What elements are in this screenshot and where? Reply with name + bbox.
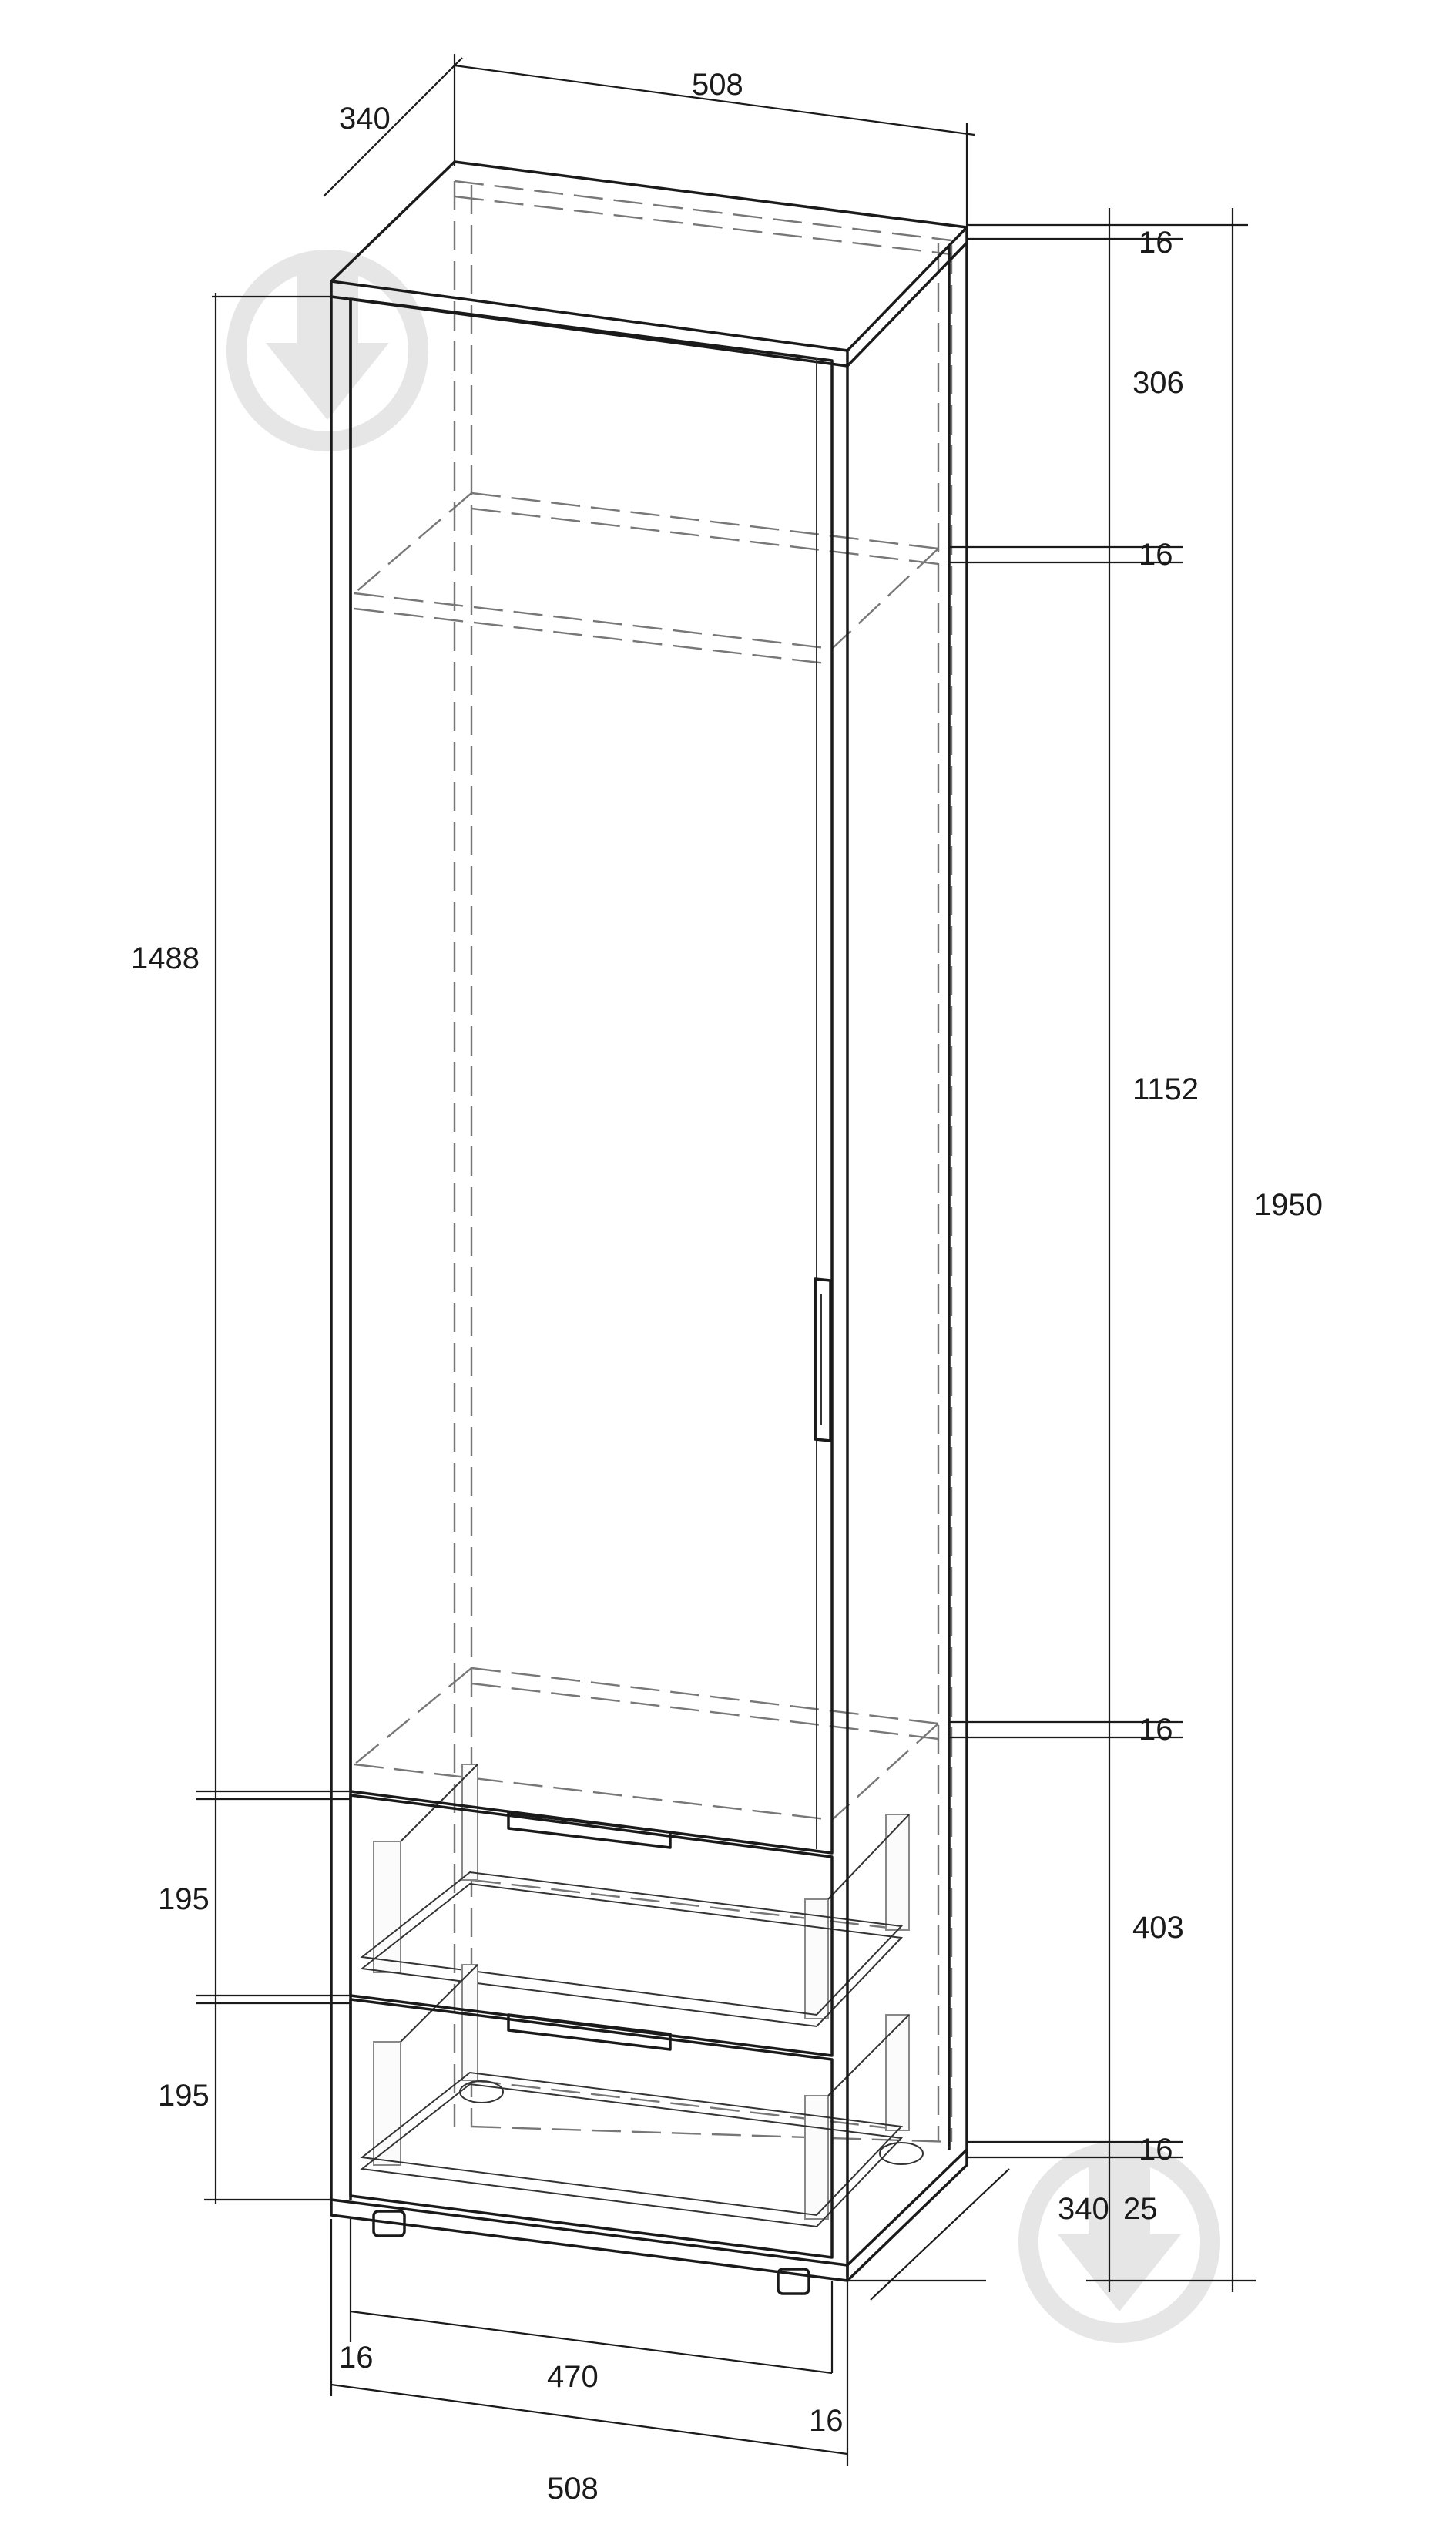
dim-drawer-upper: 195 bbox=[158, 1882, 210, 1916]
dimension-labels: 508 340 16 306 16 1488 1152 1950 16 195 … bbox=[131, 68, 1323, 2506]
watermark-bottom-icon bbox=[1018, 2141, 1220, 2343]
dim-door-height: 1488 bbox=[131, 942, 200, 975]
drawer-boxes bbox=[360, 1764, 910, 2228]
dim-inner-width: 470 bbox=[547, 2360, 599, 2394]
dim-plinth-height: 25 bbox=[1123, 2192, 1158, 2226]
dim-side-right-thickness: 16 bbox=[809, 2404, 844, 2438]
watermark-top-icon bbox=[226, 250, 428, 451]
dim-bottom-depth: 340 bbox=[1058, 2192, 1109, 2226]
dim-shelf-lower-thickness: 16 bbox=[1139, 1713, 1173, 1747]
dim-drawer-lower: 195 bbox=[158, 2079, 210, 2113]
dim-total-height: 1950 bbox=[1254, 1188, 1323, 1222]
feet bbox=[372, 2080, 924, 2295]
dim-bottom-width: 508 bbox=[547, 2472, 599, 2506]
dim-shelf-upper-thickness: 16 bbox=[1139, 538, 1173, 572]
dim-top-width: 508 bbox=[692, 68, 743, 102]
dim-bottom-panel-thickness: 16 bbox=[1139, 2133, 1173, 2167]
carcass-outline bbox=[330, 160, 968, 2282]
dim-drawers-block: 403 bbox=[1132, 1911, 1184, 1945]
dim-top-panel-thickness: 16 bbox=[1139, 226, 1173, 260]
door bbox=[349, 297, 834, 1855]
dim-middle-compartment: 1152 bbox=[1132, 1073, 1199, 1106]
dim-top-depth: 340 bbox=[339, 102, 391, 136]
hidden-lines bbox=[354, 180, 953, 2143]
dim-upper-compartment: 306 bbox=[1132, 366, 1184, 400]
drawer-fronts bbox=[349, 1794, 834, 2259]
dimension-lines bbox=[196, 54, 1256, 2466]
dim-side-left-thickness: 16 bbox=[339, 2341, 374, 2375]
